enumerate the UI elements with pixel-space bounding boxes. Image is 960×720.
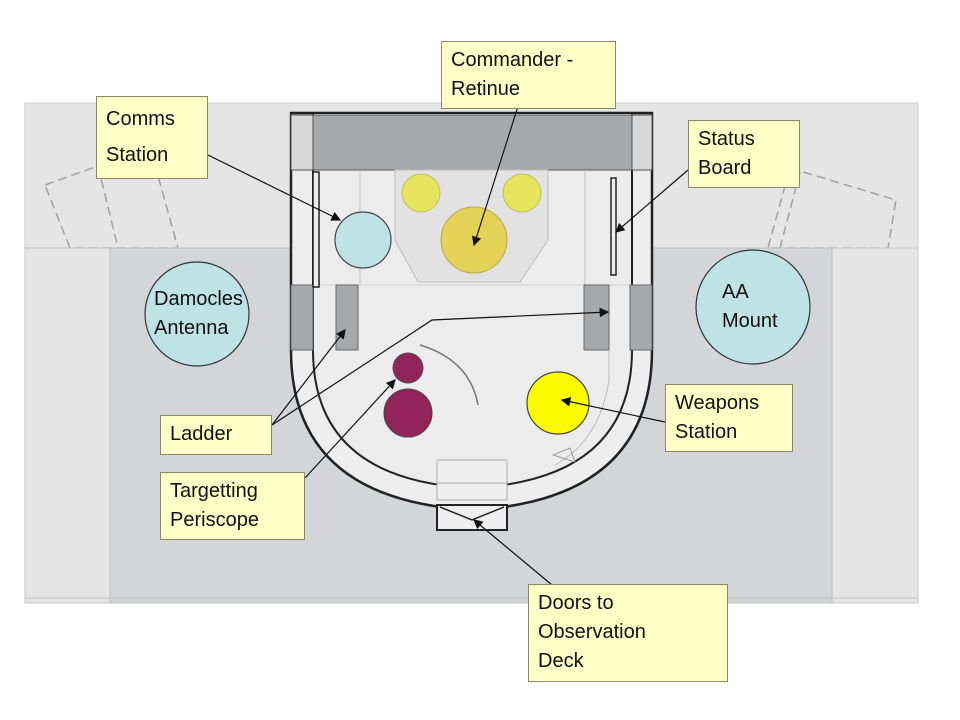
weapons-leader (560, 397, 666, 423)
damocles-antenna-label: Damocles Antenna (154, 285, 243, 343)
armor-panel-left (44, 164, 179, 249)
commander-leader (471, 99, 521, 247)
rear-bulkhead-right-cap (631, 114, 653, 171)
status-line-1: Status (698, 128, 755, 150)
ladder-leader-1 (271, 329, 346, 426)
targetting-line-2: Periscope (170, 509, 259, 531)
right-walkway-triangle (551, 447, 576, 463)
ladder-panel (335, 284, 359, 351)
doors-line-1: Doors to (538, 592, 614, 614)
ladder-leader-2 (271, 307, 610, 426)
comms-line-1: Comms (106, 108, 175, 130)
status-board-bar (610, 177, 617, 276)
damocles-line-1: Damocles (154, 288, 243, 310)
aa-mount (695, 249, 811, 365)
rear-bulkhead-left-cap (290, 114, 314, 171)
comms-line-2: Station (106, 144, 169, 166)
weapons-line-1: Weapons (675, 392, 760, 414)
commander-line-2: Retinue (451, 78, 520, 100)
commander-seat (440, 206, 508, 274)
periscope-eyepiece (392, 352, 424, 384)
side-panel-right-inner (583, 284, 610, 351)
status-line-2: Board (698, 157, 752, 179)
commander-callout: Commander - Retinue (441, 41, 616, 109)
weapons-callout: Weapons Station (665, 384, 793, 452)
aa-line-2: Mount (722, 310, 778, 332)
right-walkway (554, 350, 610, 466)
retinue-seat-left (401, 173, 441, 213)
door-step (436, 459, 508, 501)
targetting-leader (304, 379, 396, 479)
comms-callout: Comms Station (96, 96, 208, 179)
doors-leader (473, 519, 553, 586)
side-panel-right-outer (629, 284, 653, 351)
periscope-seat (383, 388, 433, 438)
targetting-line-1: Targetting (170, 480, 258, 502)
ladder-line-1: Ladder (170, 423, 233, 445)
doors-line-2: Observation (538, 621, 646, 643)
weapons-line-2: Station (675, 421, 738, 443)
damocles-line-2: Antenna (154, 317, 229, 339)
ladder-callout: Ladder (160, 415, 272, 455)
commander-line-1: Commander - (451, 49, 574, 71)
left-wall-bar (312, 171, 320, 288)
weapons-station (526, 371, 590, 435)
retinue-seat-right (502, 173, 542, 213)
observation-door-hinge (439, 506, 505, 521)
aa-mount-label: AA Mount (722, 278, 778, 336)
status-board-callout: Status Board (688, 120, 800, 188)
doors-callout: Doors to Observation Deck (528, 584, 728, 682)
aa-line-1: AA (722, 281, 749, 303)
status-leader (615, 169, 689, 233)
side-panel-left-outer (290, 284, 314, 351)
traverse-arc (419, 344, 479, 406)
armor-panel-left-inner (97, 165, 119, 249)
comms-leader (207, 154, 342, 221)
observation-door (436, 504, 508, 531)
doors-line-3: Deck (538, 650, 584, 672)
comms-station (334, 211, 392, 269)
rear-bulkhead (312, 114, 633, 171)
targetting-callout: Targetting Periscope (160, 472, 305, 540)
damocles-antenna (144, 261, 250, 367)
